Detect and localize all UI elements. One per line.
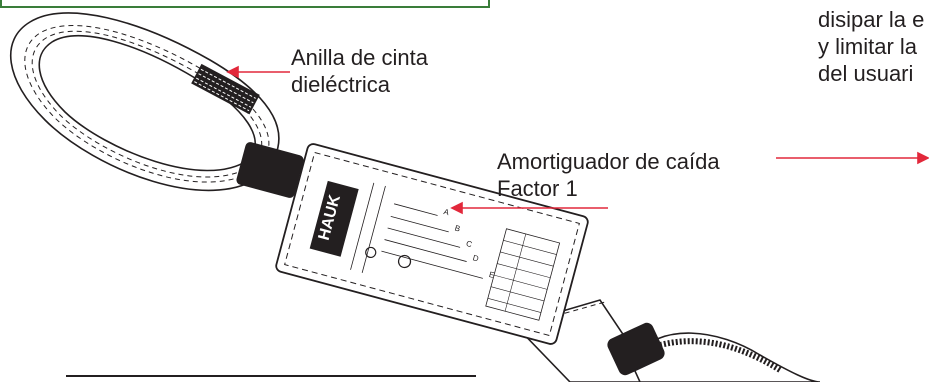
black-sleeve [236,142,304,198]
partial-right-line-3: del usuari [818,61,914,86]
partial-right-line-1: disipar la e [818,7,925,32]
label-arrows [226,65,929,215]
partial-right-label: disipar la e y limitar la del usuari [818,6,924,87]
shock-absorber-panel: HAUK A B C D E [275,143,589,345]
panel-letter-c: C [465,239,473,249]
bar-tack-stitch [191,63,260,115]
loop-label-line-1: Anilla de cinta [291,45,428,70]
absorber-label-line-1: Amortiguador de caída [497,149,720,174]
panel-letter-e: E [488,270,495,280]
top-frame-border [0,0,490,8]
partial-right-line-2: y limitar la [818,34,918,59]
panel-letter-a: A [443,207,451,217]
absorber-label-line-2: Factor 1 [497,176,578,201]
loop-label: Anilla de cinta dieléctrica [291,44,428,98]
bottom-rule [66,375,476,377]
panel-letter-b: B [454,224,461,234]
loop-label-line-2: dieléctrica [291,72,391,97]
panel-letter-d: D [472,253,480,263]
lower-strap [513,299,821,382]
absorber-label: Amortiguador de caída Factor 1 [497,148,720,202]
